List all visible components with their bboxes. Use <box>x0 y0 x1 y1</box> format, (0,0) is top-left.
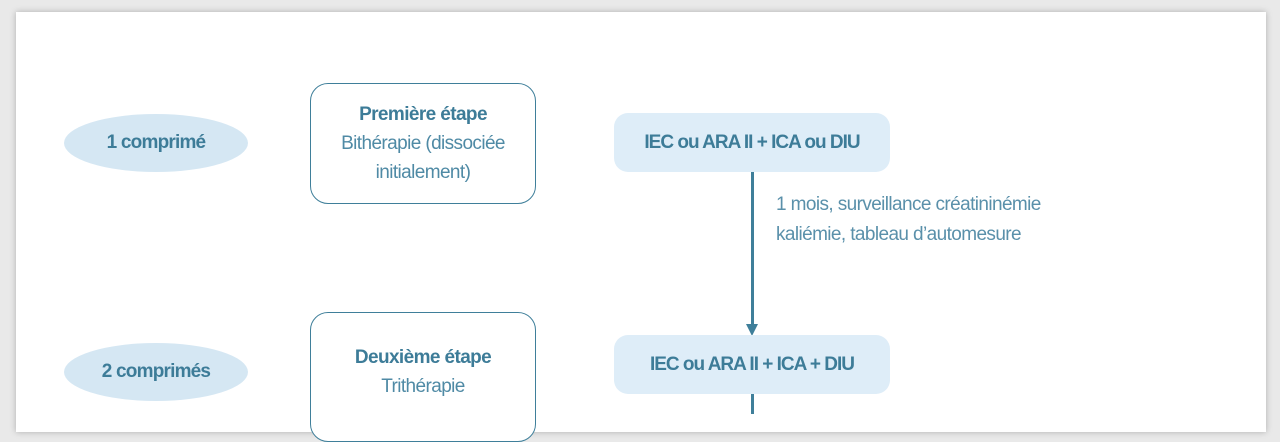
treatment-2: IEC ou ARA II + ICA + DIU <box>614 335 890 394</box>
note-line-2: kaliémie, tableau d’automesure <box>776 224 1022 245</box>
step-box-2: Deuxième étape Trithérapie <box>310 312 536 442</box>
step-box-1: Première étape Bithérapie (dissociée ini… <box>310 83 536 204</box>
pill-count-1: 1 comprimé <box>64 114 248 172</box>
step-subtitle-2: Trithérapie <box>381 376 465 397</box>
pill-count-2: 2 comprimés <box>64 343 248 401</box>
note-line-1: 1 mois, surveillance créatininémie <box>776 194 1041 215</box>
step-subtitle-1b: initialement) <box>375 162 471 183</box>
step-subtitle-1a: Bithérapie (dissociée <box>341 133 505 154</box>
step-title-2: Deuxième étape <box>354 347 492 368</box>
step-title-1: Première étape <box>359 104 487 125</box>
arrow-down-icon <box>746 324 758 336</box>
treatment-1: IEC ou ARA II + ICA ou DIU <box>614 113 890 172</box>
transition-note: 1 mois, surveillance créatininémie kalié… <box>776 190 1041 250</box>
arrow-line-2 <box>751 394 754 414</box>
arrow-line <box>751 172 754 324</box>
